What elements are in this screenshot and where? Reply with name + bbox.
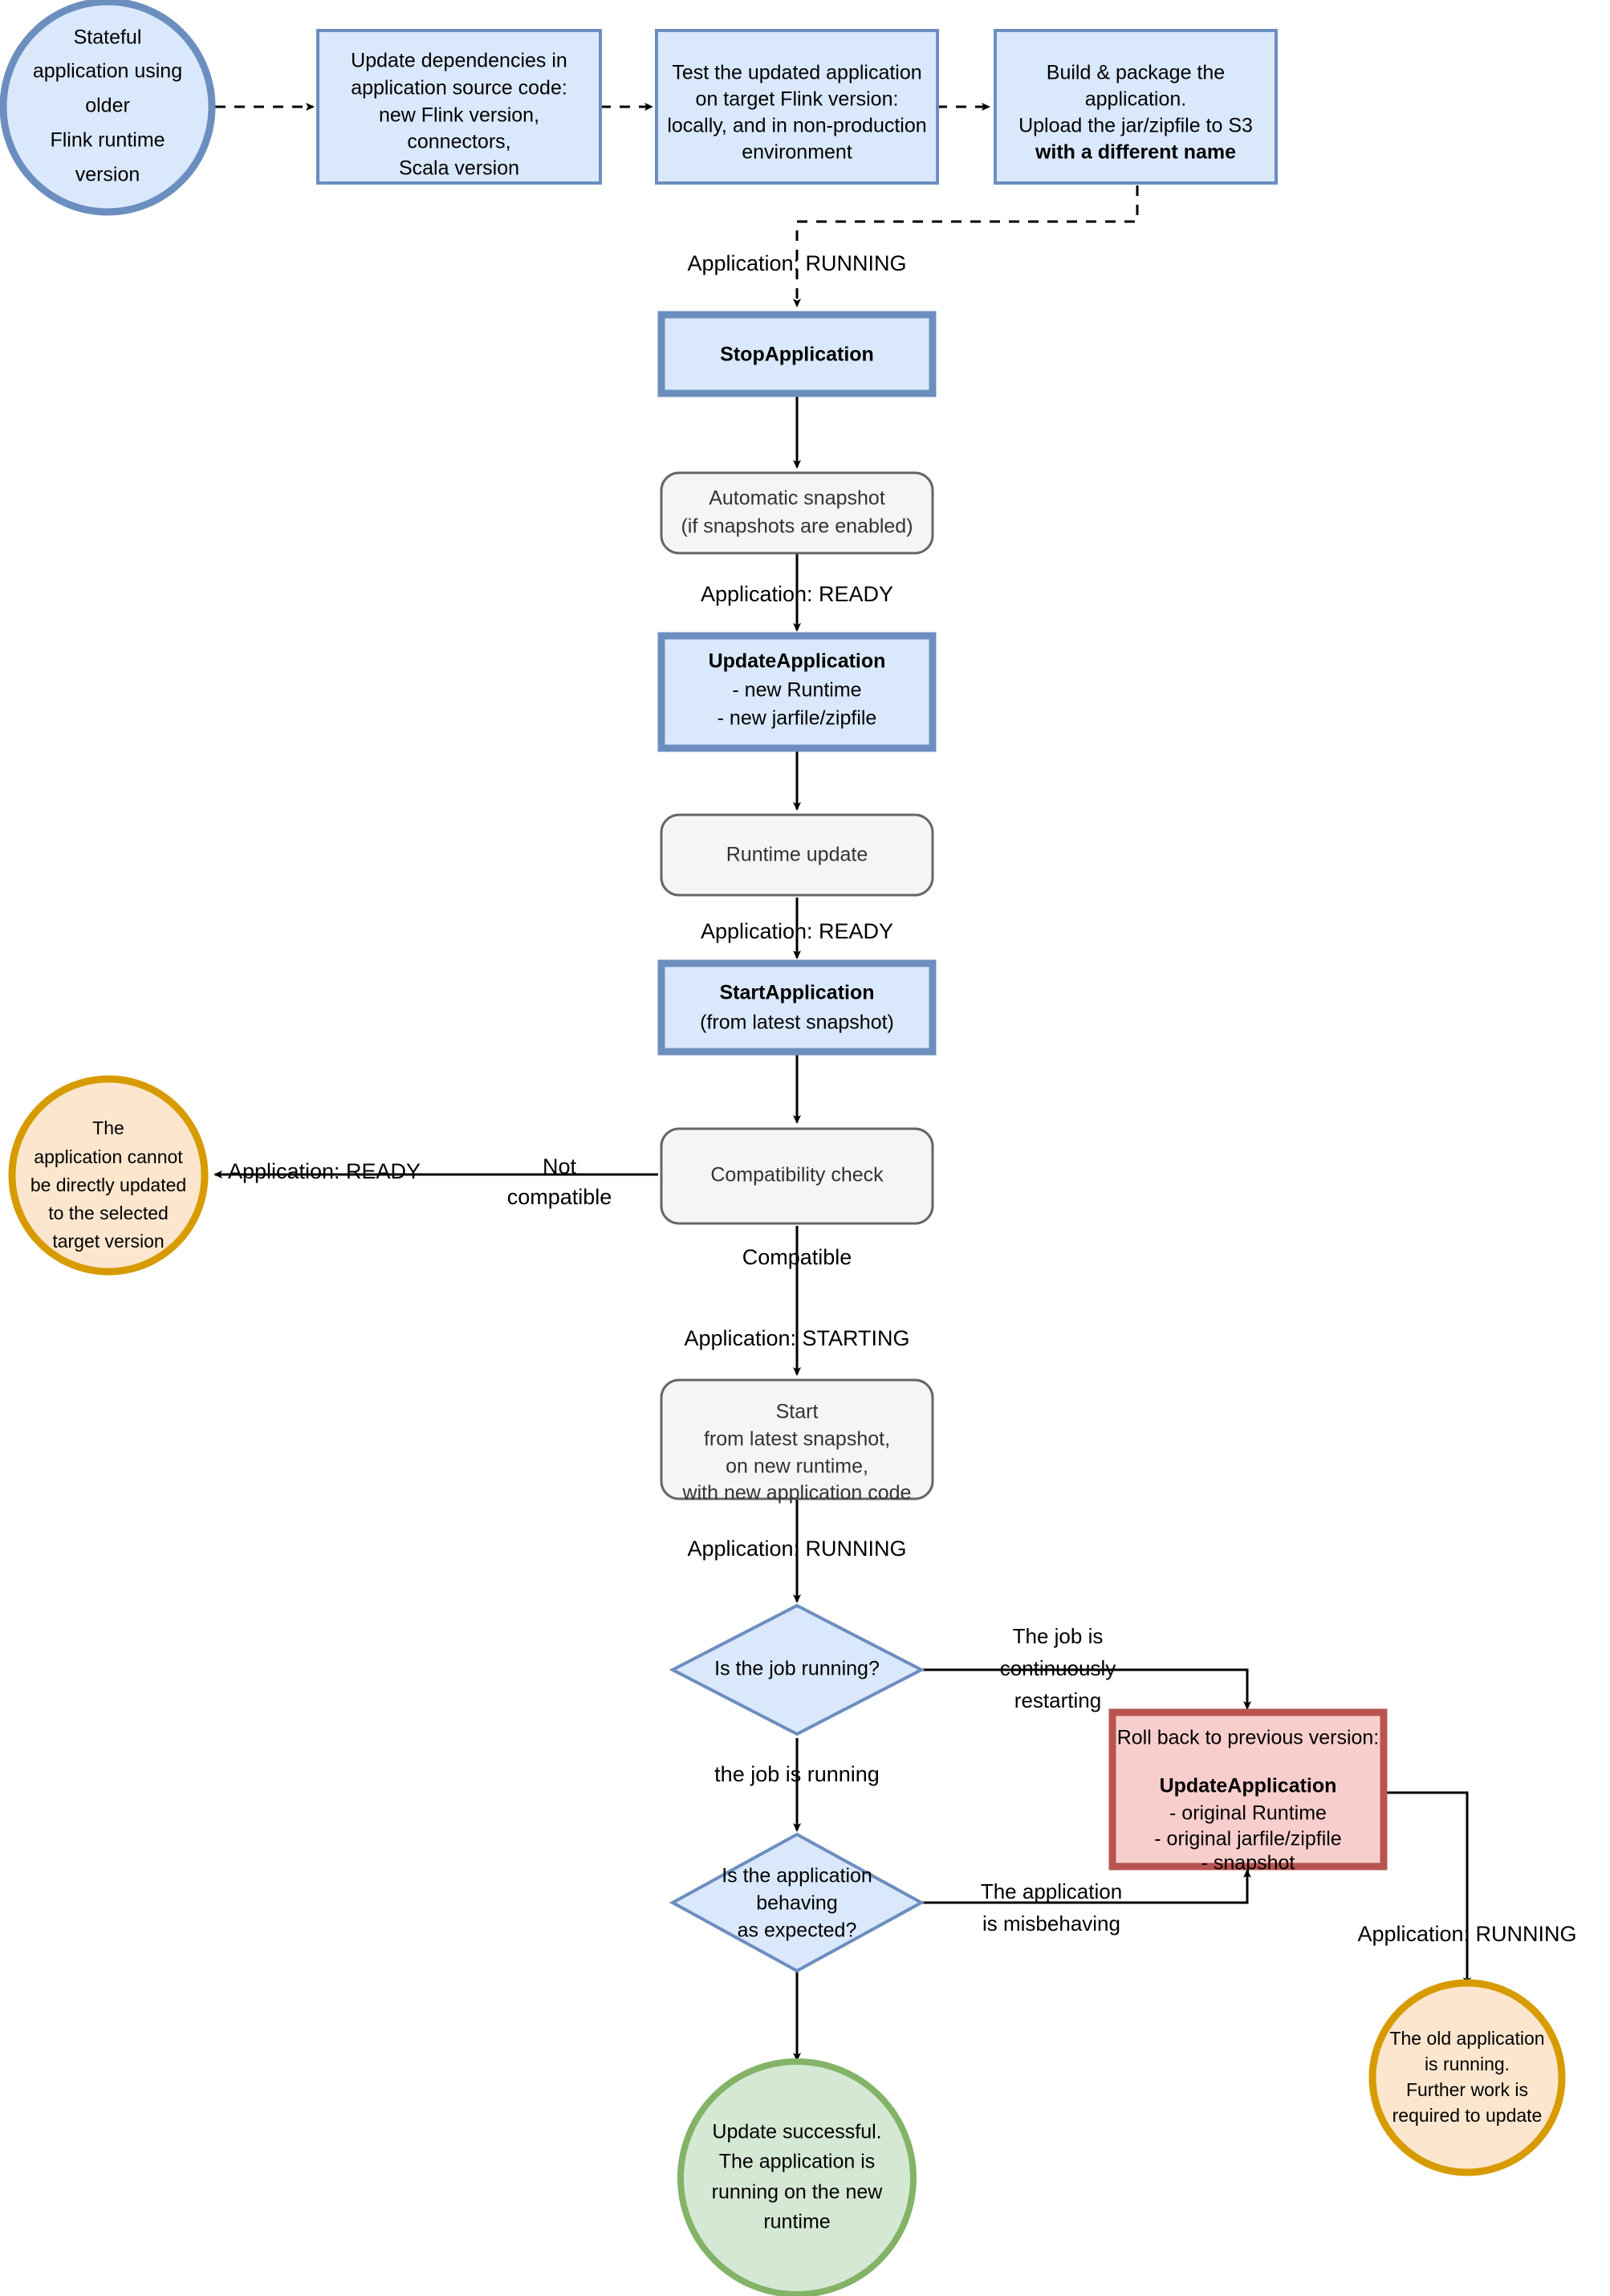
update-application-line-2: - new jarfile/zipfile: [718, 707, 877, 730]
node-test-application[interactable]: Test the updated application on target F…: [655, 29, 939, 185]
start-from-snapshot-line-3: on new runtime,: [726, 1455, 868, 1478]
is-app-behaving-line-3: as expected?: [738, 1919, 857, 1942]
roll-back-line-2: - original jarfile/zipfile: [1154, 1828, 1341, 1850]
start-from-snapshot-line-4: with new application code: [682, 1482, 912, 1504]
edge-build-to-stop: [793, 185, 1139, 307]
test-app-line-3: locally, and in non-production: [667, 115, 926, 137]
node-roll-back[interactable]: Roll back to previous version: UpdateApp…: [1108, 1708, 1388, 1875]
edge-label-job-restarting-3: restarting: [1014, 1688, 1101, 1712]
node-automatic-snapshot[interactable]: Automatic snapshot (if snapshots are ena…: [660, 471, 934, 555]
roll-back-title: UpdateApplication: [1160, 1775, 1337, 1797]
cannot-update-line-2: application cannot: [34, 1146, 183, 1167]
test-app-line-2: on target Flink version:: [696, 88, 899, 111]
cannot-update-line-3: be directly updated: [30, 1174, 186, 1195]
node-start-ellipse[interactable]: Stateful application using older Flink r…: [0, 0, 216, 216]
update-deps-line-1: Update dependencies in: [351, 50, 567, 72]
edge-rollback-to-oldapp: [1387, 1791, 1471, 1986]
edge-label-not-compatible-2: compatible: [507, 1185, 612, 1209]
old-app-running-line-1: The old application: [1389, 2028, 1544, 2049]
node-update-successful[interactable]: Update successful. The application is ru…: [677, 2058, 917, 2296]
update-deps-line-5: Scala version: [399, 157, 519, 180]
old-app-running-line-3: Further work is: [1406, 2079, 1528, 2100]
build-package-bold-line: with a different name: [1035, 141, 1236, 164]
edge-label-not-compatible-1: Not: [543, 1154, 577, 1179]
update-successful-line-1: Update successful.: [712, 2121, 881, 2143]
test-app-line-4: environment: [742, 141, 852, 164]
update-deps-line-3: new Flink version,: [379, 104, 539, 127]
edge-label-starting: Application: STARTING: [684, 1326, 909, 1350]
build-package-line-3: Upload the jar/zipfile to S3: [1018, 115, 1253, 137]
node-stop-application[interactable]: StopApplication: [657, 311, 937, 397]
edge-labels-layer: Application: RUNNING Application: READY …: [228, 251, 1577, 1946]
is-app-behaving-line-1: Is the application: [722, 1865, 872, 1887]
compatibility-check-label: Compatibility check: [710, 1164, 884, 1187]
edge-label-running-1: Application: RUNNING: [687, 251, 906, 275]
start-ellipse-line-4: Flink runtime: [50, 129, 165, 152]
stop-application-title: StopApplication: [720, 344, 874, 366]
edge-label-running-2: Application: RUNNING: [687, 1537, 906, 1561]
automatic-snapshot-line-1: Automatic snapshot: [709, 487, 885, 510]
update-application-line-1: - new Runtime: [732, 679, 861, 702]
edge-label-running-3: Application: RUNNING: [1357, 1922, 1576, 1946]
update-deps-line-4: connectors,: [407, 131, 510, 153]
old-app-running-line-4: required to update: [1392, 2105, 1543, 2126]
edge-label-job-restarting-1: The job is: [1013, 1624, 1104, 1648]
test-app-line-1: Test the updated application: [672, 62, 921, 84]
start-from-snapshot-line-1: Start: [776, 1401, 819, 1423]
start-application-title: StartApplication: [719, 982, 874, 1004]
edge-label-app-misbehaving-2: is misbehaving: [982, 1911, 1120, 1936]
start-ellipse-line-5: version: [75, 164, 140, 186]
edge-label-ready-3: Application: READY: [228, 1159, 421, 1183]
node-old-app-running[interactable]: The old application is running. Further …: [1368, 1979, 1566, 2176]
start-ellipse-line-2: application using: [33, 60, 182, 83]
node-update-application[interactable]: UpdateApplication - new Runtime - new ja…: [657, 632, 937, 752]
old-app-running-line-2: is running.: [1425, 2054, 1510, 2074]
start-application-line-1: (from latest snapshot): [700, 1012, 894, 1034]
update-successful-line-2: The application is: [719, 2151, 876, 2173]
node-is-app-behaving[interactable]: Is the application behaving as expected?: [669, 1832, 925, 1973]
edge-label-ready-1: Application: READY: [701, 582, 893, 606]
runtime-update-label: Runtime update: [726, 844, 868, 866]
is-job-running-label: Is the job running?: [714, 1658, 880, 1680]
start-ellipse-line-1: Stateful: [74, 26, 142, 49]
automatic-snapshot-line-2: (if snapshots are enabled): [681, 515, 913, 538]
start-ellipse-line-3: older: [85, 95, 130, 117]
edges-layer: [213, 103, 1471, 2062]
node-is-job-running[interactable]: Is the job running?: [669, 1603, 925, 1736]
node-start-from-snapshot[interactable]: Start from latest snapshot, on new runti…: [660, 1378, 934, 1504]
is-app-behaving-line-2: behaving: [756, 1892, 837, 1915]
update-application-title: UpdateApplication: [709, 650, 886, 673]
cannot-update-line-1: The: [92, 1117, 124, 1138]
roll-back-line-1: - original Runtime: [1169, 1802, 1327, 1825]
update-successful-line-4: runtime: [763, 2211, 830, 2233]
node-build-package[interactable]: Build & package the application. Upload …: [994, 29, 1278, 185]
node-cannot-update-ellipse[interactable]: The application cannot be directly updat…: [8, 1075, 209, 1276]
update-successful-line-3: running on the new: [712, 2181, 884, 2204]
roll-back-line-3: - snapshot: [1201, 1852, 1295, 1875]
edge-appbehaving-to-rollback: [921, 1869, 1251, 1904]
build-package-line-2: application.: [1085, 88, 1186, 111]
node-start-application[interactable]: StartApplication (from latest snapshot): [657, 959, 937, 1056]
update-deps-line-2: application source code:: [351, 77, 567, 100]
node-compatibility-check[interactable]: Compatibility check: [660, 1127, 934, 1225]
edge-label-job-is-running: the job is running: [714, 1762, 880, 1786]
build-package-line-1: Build & package the: [1047, 62, 1225, 84]
cannot-update-line-5: target version: [52, 1231, 164, 1252]
roll-back-header: Roll back to previous version:: [1117, 1727, 1380, 1749]
edge-label-ready-2: Application: READY: [701, 919, 893, 943]
edge-label-compatible: Compatible: [742, 1245, 852, 1269]
cannot-update-line-4: to the selected: [48, 1203, 169, 1223]
edge-jobrunning-to-rollback: [921, 1668, 1251, 1710]
edge-label-job-restarting-2: continuously: [1000, 1656, 1116, 1680]
node-runtime-update[interactable]: Runtime update: [660, 813, 934, 897]
edge-label-app-misbehaving-1: The application: [981, 1879, 1122, 1903]
node-update-dependencies[interactable]: Update dependencies in application sourc…: [316, 29, 602, 185]
start-from-snapshot-line-2: from latest snapshot,: [704, 1428, 890, 1451]
